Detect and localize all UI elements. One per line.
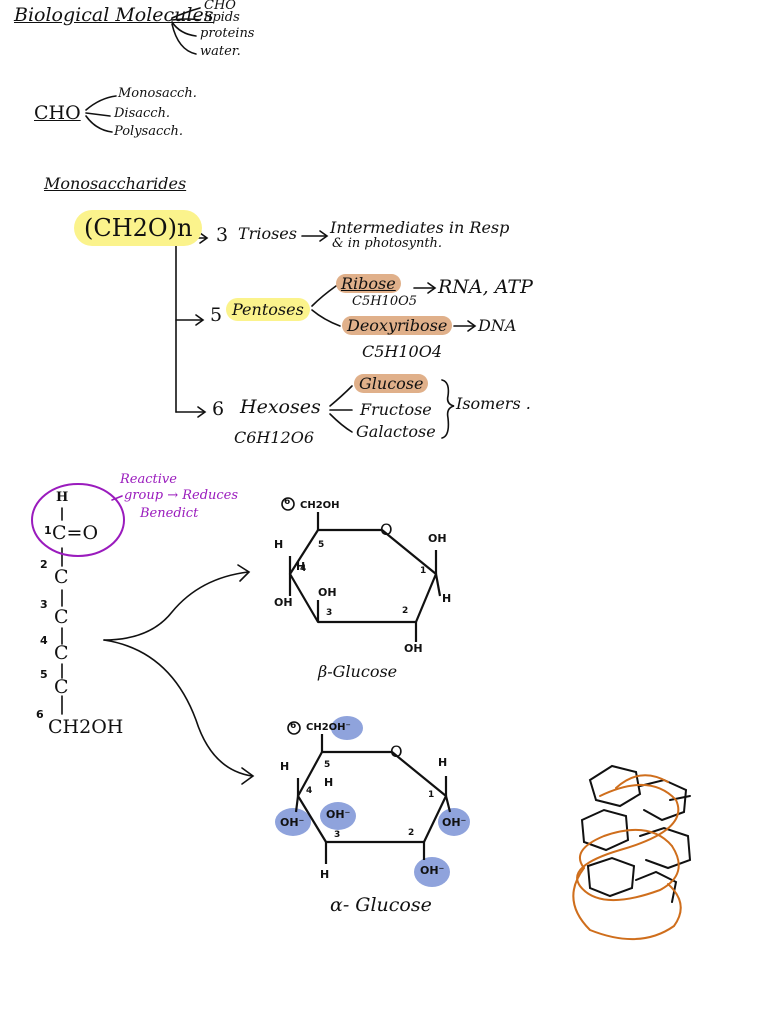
mono-title: Monosaccharides [44, 174, 186, 193]
chain-c3: C [54, 606, 69, 628]
reactive-note-3: Benedict [140, 506, 198, 521]
mono-formula: (CH2O)n [74, 210, 202, 246]
alpha-n4: 4 [306, 786, 312, 796]
beta-c3-oh: OH [318, 586, 337, 599]
alpha-ch2oh: CH2OH⁻ [306, 722, 351, 733]
isomer-galactose: Galactose [356, 422, 436, 441]
chain-c2: C [54, 566, 69, 588]
alpha-c5-h: H [280, 760, 289, 773]
beta-n4: 4 [300, 564, 306, 574]
beta-ring [290, 512, 440, 642]
chain-num-2: 2 [40, 558, 48, 571]
triose-num: 3 [216, 224, 228, 246]
arrow-mono [86, 96, 116, 110]
branch-water: water. [200, 44, 241, 59]
alpha-c1-oh: OH⁻ [442, 816, 466, 829]
reactive-group-circle [32, 484, 124, 556]
alpha-n2: 2 [408, 828, 414, 838]
beta-n5: 5 [318, 540, 324, 550]
reactive-note-2: group → Reduces [124, 488, 238, 503]
alpha-n5: 5 [324, 760, 330, 770]
cho-poly: Polysacch. [114, 124, 183, 139]
ribose-use: RNA, ATP [438, 276, 533, 298]
hexose-formula: C6H12O6 [234, 428, 314, 447]
hexose-name: Hexoses [240, 396, 321, 418]
alpha-c4-h: H [324, 776, 333, 789]
chain-num-5: 5 [40, 668, 48, 681]
alpha-c3-oh: OH⁻ [326, 808, 350, 821]
alpha-c1-h: H [438, 756, 447, 769]
ribose: Ribose [336, 274, 401, 293]
beta-n3: 3 [326, 608, 332, 618]
triose-desc: Intermediates in Resp [330, 218, 509, 237]
isomer-label: Isomers . [456, 394, 531, 413]
triose-name: Trioses [238, 224, 297, 243]
ribose-formula: C5H10O5 [352, 294, 417, 309]
alpha-n1: 1 [428, 790, 434, 800]
beta-c6: 6 [284, 497, 290, 507]
beta-ring-o: O [380, 520, 393, 539]
alpha-c4-oh: OH⁻ [280, 816, 304, 829]
triose-desc2: & in photosynth. [332, 236, 442, 251]
chain-c6: CH2OH [48, 716, 123, 738]
deoxy-use: DNA [478, 316, 516, 335]
chain-c1: C=O [52, 522, 98, 544]
arrow-to-alpha [104, 640, 252, 776]
chain-h: H [56, 490, 68, 505]
chain-num-4: 4 [40, 634, 48, 647]
beta-c4-oh: OH [274, 596, 293, 609]
isomer-fructose: Fructose [360, 400, 432, 419]
isomer-brace [442, 380, 454, 438]
chain-num-1: 1 [44, 524, 52, 537]
chain-c4: C [54, 642, 69, 664]
chain-c5: C [54, 676, 69, 698]
beta-n1: 1 [420, 566, 426, 576]
beta-c5-h: H [274, 538, 283, 551]
beta-ch2oh: CH2OH [300, 500, 340, 511]
arrow-di [86, 113, 110, 116]
cho-mono: Monosacch. [118, 86, 197, 101]
alpha-ring-o: O [390, 742, 403, 761]
branch-lipids: lipids [204, 10, 240, 25]
alpha-label: α- Glucose [330, 894, 432, 916]
cho-label: CHO [34, 102, 81, 124]
alpha-n3: 3 [334, 830, 340, 840]
arrow-poly [86, 116, 112, 132]
beta-label: β-Glucose [318, 662, 397, 681]
alpha-c3-h: H [320, 868, 329, 881]
deoxy-formula: C5H10O4 [362, 342, 442, 361]
cho-di: Disacch. [114, 106, 170, 121]
hexose-num: 6 [212, 398, 224, 420]
alpha-c2-oh: OH⁻ [420, 864, 444, 877]
isomer-glucose: Glucose [354, 374, 428, 393]
beta-c1-oh: OH [428, 532, 447, 545]
arrow-to-beta [104, 572, 248, 640]
branch-proteins: proteins [200, 26, 254, 41]
pentose-name: Pentoses [226, 298, 310, 321]
beta-c1-h: H [442, 592, 451, 605]
page-title: Biological Molecules [14, 4, 213, 26]
deoxyribose: Deoxyribose [342, 316, 452, 335]
helix-sketch [573, 766, 690, 939]
beta-c2-oh: OH [404, 642, 423, 655]
pentose-num: 5 [210, 304, 222, 326]
chain-num-6: 6 [36, 708, 44, 721]
beta-n2: 2 [402, 606, 408, 616]
reactive-note: Reactive [120, 472, 177, 487]
alpha-c6: 6 [290, 721, 296, 731]
chain-num-3: 3 [40, 598, 48, 611]
alpha-ring [296, 734, 450, 864]
arrow-water [172, 24, 196, 54]
